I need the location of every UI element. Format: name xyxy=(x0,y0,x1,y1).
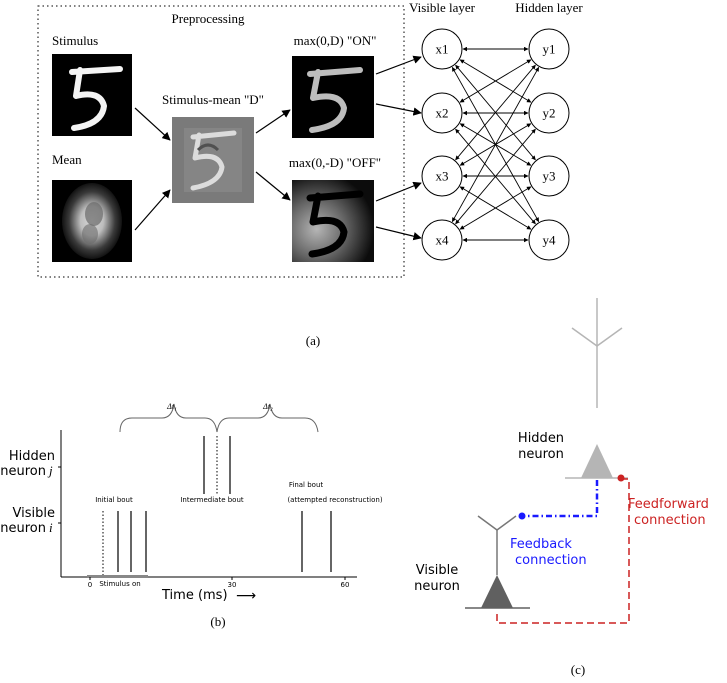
preprocessing-title: Preprocessing xyxy=(172,11,245,26)
hidden-neuron-label-1: Hidden xyxy=(9,449,55,464)
visible-neuron-label-2: neuron xyxy=(0,521,46,536)
hidden-neuron-label-line2: neuron xyxy=(518,447,564,462)
network-node xyxy=(528,219,570,261)
network-node xyxy=(421,28,463,70)
final-bout-label-2: (attempted reconstruction) xyxy=(287,496,382,504)
mean-image xyxy=(52,180,132,262)
stimulus-on-label: Stimulus on xyxy=(99,580,140,588)
feedforward-synapse xyxy=(617,474,625,482)
connection-x4-y3 xyxy=(459,186,532,230)
on-label: max(0,D) "ON" xyxy=(294,33,377,48)
network-node xyxy=(528,28,570,70)
off-label: max(0,-D) "OFF" xyxy=(289,155,381,170)
stimulus-bar xyxy=(87,575,148,578)
network-node-label: x3 xyxy=(436,169,449,184)
visible-neuron-var: i xyxy=(49,520,53,535)
visible-neuron-label-1: Visible xyxy=(13,506,55,521)
hidden-neuron-icon xyxy=(565,298,628,479)
network-node-label: x4 xyxy=(436,233,450,248)
network-node xyxy=(528,92,570,134)
caption-b: (b) xyxy=(210,614,225,629)
preprocessing-box xyxy=(37,5,405,278)
off-image xyxy=(292,180,374,262)
delta-t1-label: Δt₁ xyxy=(166,402,177,411)
network-node-label: x1 xyxy=(436,42,449,57)
network-node xyxy=(421,219,463,261)
preprocessing-arrows xyxy=(134,55,422,241)
stimulus-image xyxy=(52,54,132,136)
feedback-label-line2: connection xyxy=(515,553,587,568)
visible-neuron-label-line1: Visible xyxy=(416,563,458,578)
time-arrow: ⟶ xyxy=(236,588,256,604)
diff-image xyxy=(172,117,254,203)
stimulus-label: Stimulus xyxy=(52,33,98,48)
mean-label: Mean xyxy=(52,152,82,167)
visible-layer-label: Visible layer xyxy=(409,0,476,15)
network-node-label: x2 xyxy=(436,106,449,121)
brace-delta-t1 xyxy=(119,403,218,433)
tick-label-30: 30 xyxy=(228,581,237,589)
network-node-label: y3 xyxy=(543,169,556,184)
network-node xyxy=(528,155,570,197)
network-node-label: y2 xyxy=(543,106,556,121)
delta-t2-label: Δt₂ xyxy=(262,402,273,411)
brace-delta-t2 xyxy=(216,403,319,433)
final-bout-label-1: Final bout xyxy=(289,481,324,489)
network-node xyxy=(421,155,463,197)
hidden-neuron-label-2: neuron xyxy=(0,464,46,479)
panel-b: Δt₁ Δt₂ Hidden neuron j Visible neuron i… xyxy=(0,402,383,604)
feedback-label-line1: Feedback xyxy=(510,537,572,552)
caption-c: (c) xyxy=(571,662,585,677)
on-image xyxy=(292,56,374,138)
feedback-synapse xyxy=(518,512,526,520)
spike-raster xyxy=(117,436,332,572)
initial-bout-label: Initial bout xyxy=(95,496,133,504)
x-axis-label: Time (ms) xyxy=(161,588,228,603)
tick-label-60: 60 xyxy=(341,581,350,589)
tick-label-0: 0 xyxy=(88,581,92,589)
visible-neuron-label-line2: neuron xyxy=(414,579,460,594)
panel-a: Preprocessing Stimulus Mean Stimulus-mea… xyxy=(37,0,583,278)
network-node xyxy=(421,92,463,134)
caption-a: (a) xyxy=(306,333,320,348)
diff-label: Stimulus-mean "D" xyxy=(162,92,264,107)
feedforward-connection-line xyxy=(496,478,630,624)
hidden-layer-label: Hidden layer xyxy=(515,0,583,15)
hidden-neuron-var: j xyxy=(47,463,53,478)
hidden-neuron-label-line1: Hidden xyxy=(518,431,564,446)
network-node-label: y4 xyxy=(543,233,557,248)
network-node-label: y1 xyxy=(543,42,556,57)
feedforward-label-line1: Feedforward xyxy=(628,497,709,512)
visible-neuron-icon xyxy=(465,515,530,609)
panel-c: Hidden neuron Visible neuron Feedforward… xyxy=(414,298,709,624)
bipartite-network: x1 x2 x3 x4 y1 y2 y3 y4 xyxy=(421,28,570,261)
feedforward-label-line2: connection xyxy=(634,513,706,528)
feedback-connection-line xyxy=(522,480,599,518)
intermediate-bout-label: Intermediate bout xyxy=(180,496,244,504)
